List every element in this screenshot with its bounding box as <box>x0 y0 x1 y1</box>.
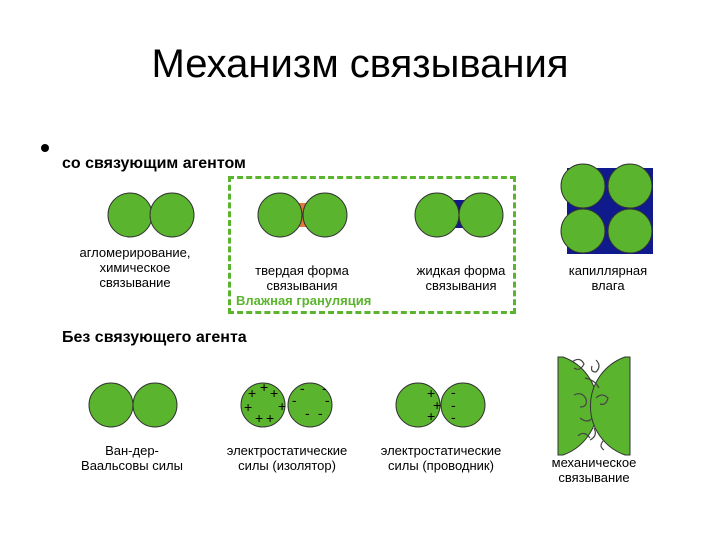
section-heading-without-binder: Без связующего агента <box>62 329 247 346</box>
svg-text:-: - <box>325 392 330 408</box>
particle <box>458 192 504 238</box>
section-heading-with-binder: со связующим агентом <box>62 155 246 172</box>
svg-text:-: - <box>451 384 456 400</box>
caption-agglomeration: агломерирование, химическое связывание <box>79 245 191 290</box>
charge-signs-insulator: +++ ++ ++ -- -- -- <box>244 379 330 426</box>
particle <box>88 382 134 428</box>
particle <box>149 192 195 238</box>
svg-text:+: + <box>270 385 278 401</box>
particle <box>589 356 631 456</box>
particle <box>240 382 286 428</box>
particle <box>560 163 606 209</box>
liquid-bridge-particles <box>414 192 504 238</box>
caption-van-der-waals: Ван-дер- Ваальсовы силы <box>81 443 183 473</box>
caption-capillary: капиллярная влага <box>568 263 648 293</box>
mechanical-hooks <box>571 358 609 451</box>
particle <box>414 192 460 238</box>
particle <box>107 192 153 238</box>
svg-text:+: + <box>433 397 441 413</box>
bullet-dot <box>41 144 49 152</box>
wet-granulation-label: Влажная грануляция <box>236 293 372 308</box>
particle <box>132 382 178 428</box>
svg-text:+: + <box>255 410 263 426</box>
svg-text:+: + <box>248 385 256 401</box>
particle <box>257 192 303 238</box>
particle <box>607 163 653 209</box>
particle <box>287 382 333 428</box>
electrostatic-conductor-particles <box>395 382 486 428</box>
electrostatic-insulator-particles <box>240 382 333 428</box>
capillary-particles <box>560 163 653 254</box>
caption-mechanical: механическое связывание <box>551 455 637 485</box>
mechanical-particles <box>557 356 631 456</box>
svg-text:-: - <box>451 409 456 425</box>
charge-signs-conductor: +++ --- <box>427 384 456 425</box>
svg-text:+: + <box>278 398 286 414</box>
slide-title: Механизм связывания <box>151 42 569 86</box>
svg-text:-: - <box>292 392 297 408</box>
caption-liquid-bridge: жидкая форма связывания <box>416 263 506 293</box>
svg-text:+: + <box>266 410 274 426</box>
particle <box>560 208 606 254</box>
svg-text:-: - <box>305 405 310 421</box>
svg-text:+: + <box>427 385 435 401</box>
caption-electrostatic-insulator: электростатические силы (изолятор) <box>226 443 348 473</box>
svg-text:-: - <box>322 380 327 396</box>
caption-electrostatic-conductor: электростатические силы (проводник) <box>380 443 502 473</box>
particle <box>395 382 441 428</box>
van-der-waals-particles <box>88 382 178 428</box>
particle <box>607 208 653 254</box>
solid-bridge-particles <box>257 192 348 238</box>
svg-text:+: + <box>427 408 435 424</box>
svg-text:-: - <box>318 405 323 421</box>
particle <box>440 382 486 428</box>
svg-text:-: - <box>300 380 305 396</box>
wet-granulation-box <box>228 176 516 314</box>
svg-text:+: + <box>244 399 252 415</box>
caption-solid-bridge: твердая форма связывания <box>255 263 349 293</box>
agglomeration-particles <box>107 192 195 238</box>
svg-text:-: - <box>451 397 456 413</box>
svg-text:+: + <box>260 379 268 395</box>
particle <box>302 192 348 238</box>
